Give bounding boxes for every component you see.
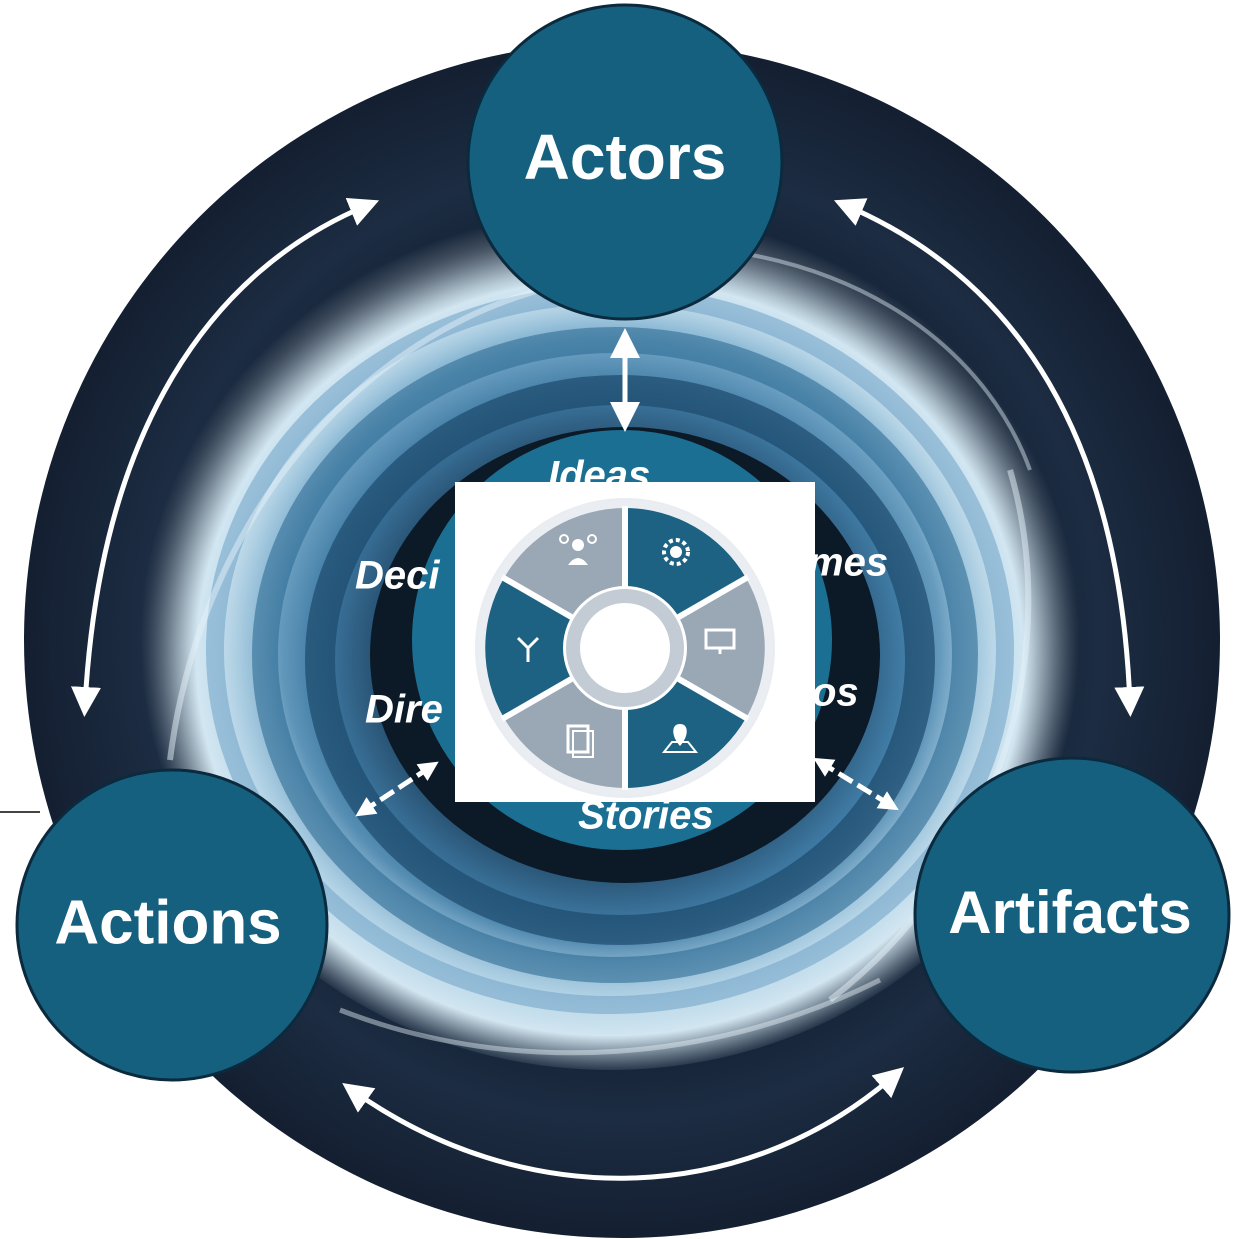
puzzle-piece-monitor (625, 578, 765, 718)
inner-label-themes: mes (808, 541, 888, 585)
puzzle-wheel-card (455, 482, 815, 802)
monitor-gear-icon (704, 628, 736, 654)
map-pin-icon (661, 724, 699, 753)
inner-label-directions: Dire (365, 688, 443, 732)
inner-label-maps: os (812, 671, 859, 715)
node-actors: Actors (466, 3, 784, 321)
arrow-actors-actions (71, 197, 380, 717)
inner-label-decisions: Deci (355, 554, 440, 598)
node-artifacts-label: Artifacts (948, 879, 1191, 946)
node-actors-label: Actors (524, 121, 727, 193)
arrow-actors-artifacts (833, 198, 1145, 717)
node-actions-label: Actions (54, 888, 281, 957)
puzzle-piece-directions (485, 578, 625, 718)
documents-icon (566, 724, 594, 758)
arrow-artifacts-center (813, 757, 899, 811)
cycle-arrows (71, 197, 1145, 1181)
node-artifacts: Artifacts (913, 756, 1231, 1074)
split-arrows-icon (516, 636, 540, 662)
node-actions: Actions (15, 768, 329, 1082)
idea-gear-icon (662, 538, 690, 566)
decision-icon (559, 534, 597, 565)
arrow-actions-center (355, 761, 439, 817)
arrow-actions-artifacts (342, 1067, 905, 1181)
